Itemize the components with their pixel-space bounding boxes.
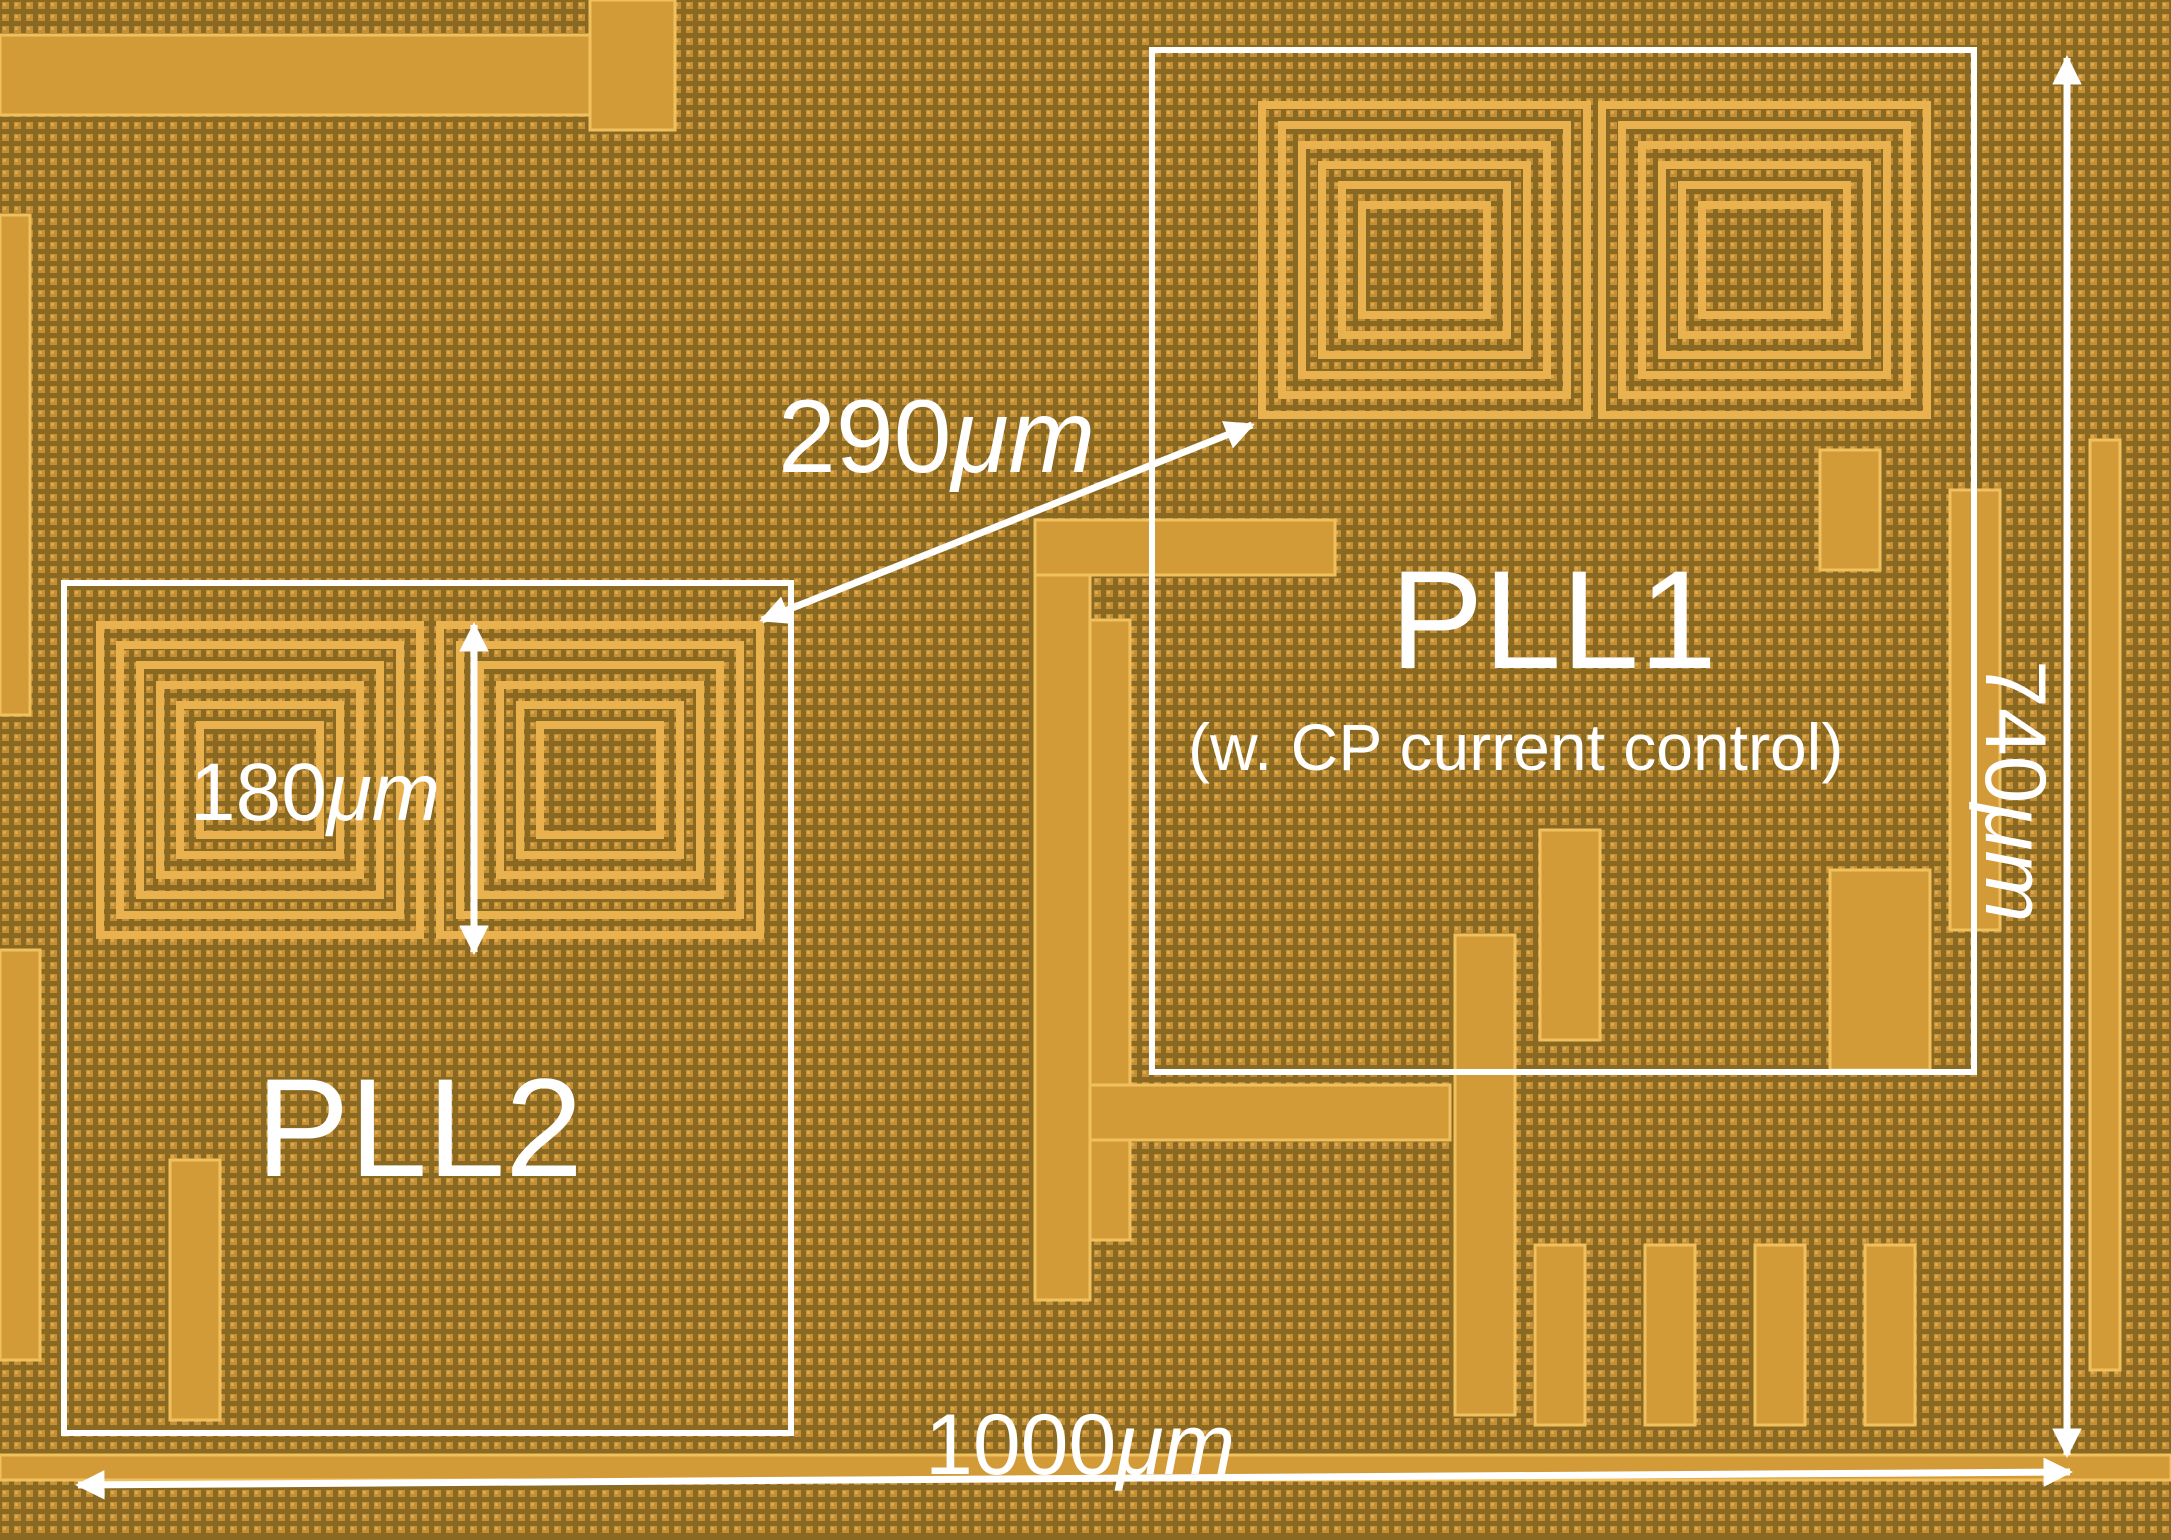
die-height-unit: μm — [1967, 803, 2063, 923]
die-width-label: 1000μm — [925, 1402, 1235, 1488]
spiral-inductor-icon — [436, 621, 764, 939]
inductor-size-unit: μm — [326, 747, 441, 838]
spiral-inductor-icon — [1598, 101, 1931, 419]
pll-distance-value: 290 — [778, 379, 952, 495]
spiral-inductor-icon — [1258, 101, 1591, 419]
pll2-label: PLL2 — [256, 1049, 583, 1206]
pll-distance-unit: μm — [951, 379, 1096, 495]
die-width-unit: μm — [1116, 1397, 1236, 1493]
inductor-size-value: 180 — [190, 747, 327, 838]
spiral-inductors — [96, 101, 1931, 939]
die-height-value: 740 — [1967, 660, 2063, 804]
die-height-label: 740μm — [1967, 660, 2063, 922]
pll1-note: (w. CP current control) — [1188, 710, 1844, 784]
double-arrow-icon — [759, 421, 1255, 624]
pll-distance-label: 290μm — [778, 385, 1095, 489]
pll1-label: PLL1 — [1390, 541, 1717, 698]
die-width-value: 1000 — [925, 1397, 1117, 1493]
pll2-region-box — [61, 580, 794, 1436]
double-arrow-icon — [75, 1457, 2073, 1500]
inductor-size-label: 180μm — [190, 752, 440, 834]
spiral-inductor-icon — [96, 621, 424, 939]
